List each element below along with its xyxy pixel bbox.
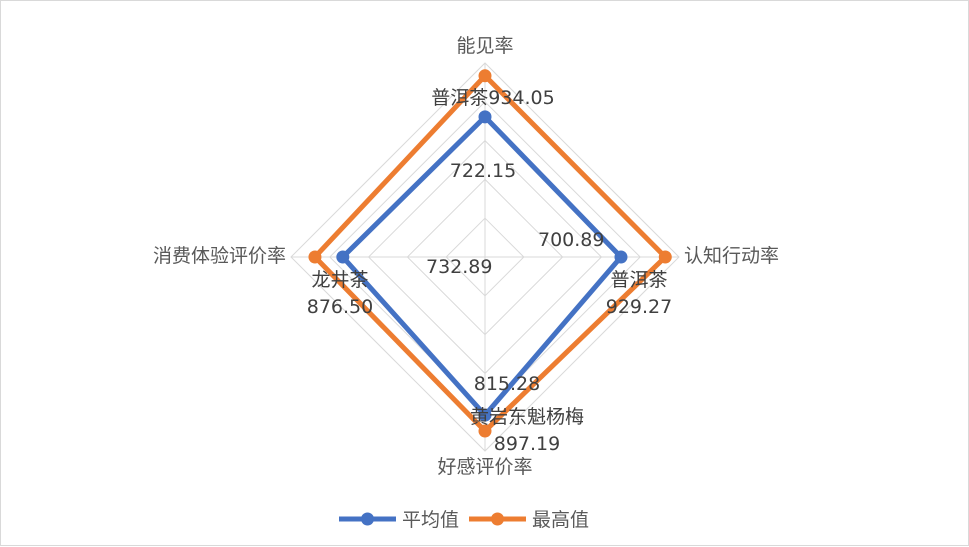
data-label: 815.28 [474,373,540,395]
series-point [478,424,492,438]
series-point [478,408,492,422]
data-label: 700.89 [538,229,604,251]
grid-layer [290,62,680,452]
data-label: 722.15 [450,160,516,182]
data-label: 732.89 [426,256,492,278]
axis-label: 认知行动率 [684,245,779,267]
series-layer [308,69,672,438]
series-point [614,250,628,264]
series-point [658,250,672,264]
data-label: 普洱茶934.05 [431,87,554,109]
legend-label: 最高值 [532,509,589,531]
series-point [308,250,322,264]
axis-label: 能见率 [456,35,513,57]
axis-label: 消费体验评价率 [153,245,286,267]
series-point [478,110,492,124]
legend-label: 平均值 [402,509,459,531]
legend: 平均值 最高值 [339,509,589,531]
axis-label: 好感评价率 [437,456,532,478]
legend-swatch-marker [361,512,374,526]
series-point [336,250,350,264]
series-point [478,69,492,83]
legend-swatch-marker [491,512,504,526]
